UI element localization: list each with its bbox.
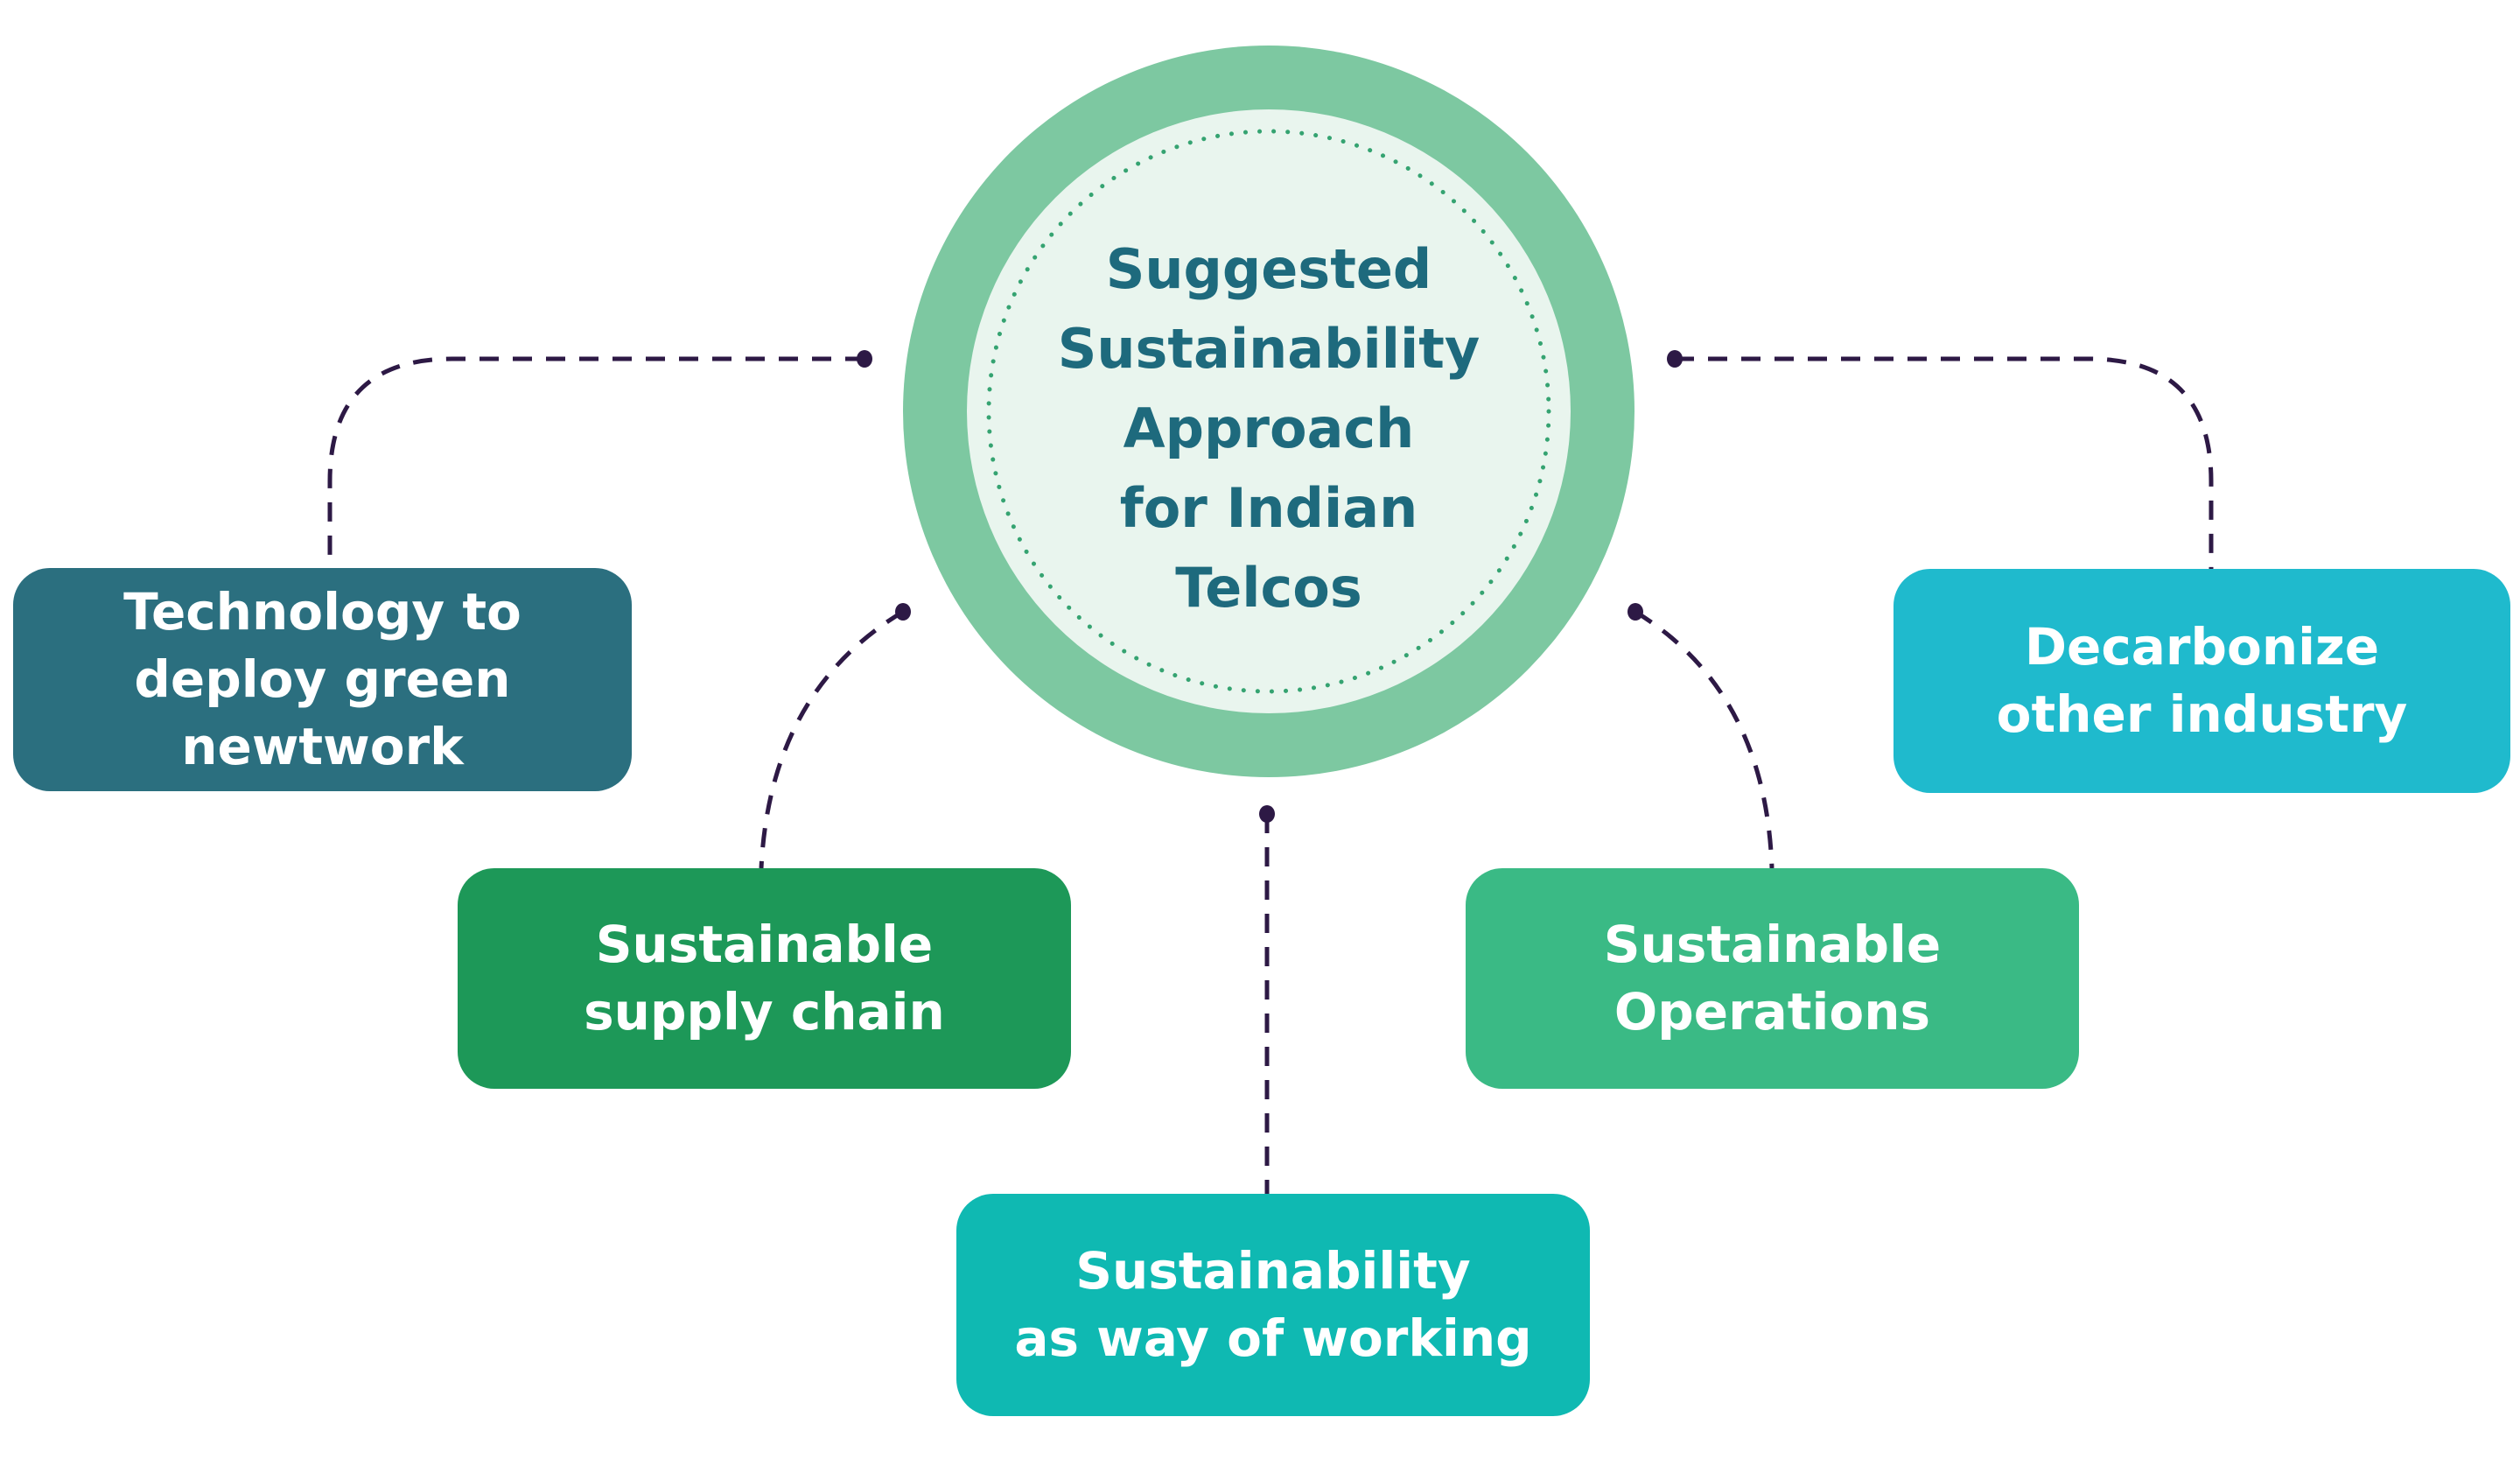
connector-sustainable-supply-chain [759, 609, 905, 869]
node-label-sustainable-operations: Sustainable Operations [1603, 915, 1942, 1042]
node-label-sustainable-supply-chain: Sustainable supply chain [584, 915, 945, 1042]
connector-dot-sustainable-operations [1628, 603, 1643, 621]
hub-inner-disc [967, 109, 1571, 713]
connector-dot-sustainability-way-of-working [1259, 805, 1275, 823]
node-label-decarbonize-other-industry: Decarbonize other industry [1996, 617, 2408, 744]
node-label-technology-to-deploy-green-network: Technology to deploy green newtwork [123, 582, 522, 776]
node-technology-to-deploy-green-network: Technology to deploy green newtwork [13, 568, 632, 791]
connector-sustainable-operations [1634, 609, 1774, 869]
node-decarbonize-other-industry: Decarbonize other industry [1894, 569, 2510, 793]
node-sustainable-supply-chain: Sustainable supply chain [458, 868, 1071, 1089]
node-label-sustainability-as-way-of-working: Sustainability as way of working [1014, 1241, 1532, 1368]
node-sustainability-as-way-of-working: Sustainability as way of working [956, 1194, 1590, 1416]
connector-dot-decarbonize-other-industry [1667, 350, 1683, 368]
connector-technology-green-network [327, 356, 864, 568]
connector-dot-technology-green-network [857, 350, 872, 368]
hub-title: Suggested Sustainability Approach for In… [1057, 237, 1480, 620]
connector-dot-sustainable-supply-chain [895, 603, 911, 621]
node-sustainable-operations: Sustainable Operations [1466, 868, 2079, 1089]
hub-dotted-ring [986, 129, 1551, 694]
connector-decarbonize-other-industry [1675, 356, 2214, 569]
